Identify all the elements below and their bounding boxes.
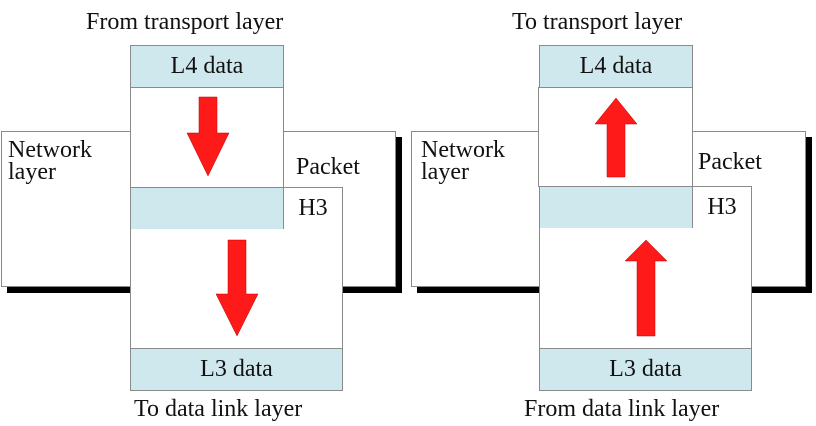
encapsulation-panel: From transport layer Network layer L4 da… xyxy=(1,9,396,422)
network-layer-label: Network layer xyxy=(421,137,505,185)
packet-label: Packet xyxy=(698,149,762,175)
packet-label: Packet xyxy=(296,154,360,180)
payload-block xyxy=(539,186,693,229)
l4-data-label: L4 data xyxy=(579,53,653,79)
l4-data-block: L4 data xyxy=(130,45,284,88)
h3-header-block: H3 xyxy=(692,186,752,229)
l3-data-block: L3 data xyxy=(130,348,343,391)
h3-label: H3 xyxy=(707,194,737,220)
l3-data-block: L3 data xyxy=(539,348,752,391)
h3-label: H3 xyxy=(298,195,328,221)
network-layer-label-line2: layer xyxy=(8,158,56,185)
up-arrow-icon-lower xyxy=(624,239,668,337)
to-datalink-label: To data link layer xyxy=(134,396,303,422)
from-datalink-label: From data link layer xyxy=(524,396,720,422)
payload-block xyxy=(130,187,284,230)
decapsulation-panel: To transport layer Network layer L4 data… xyxy=(408,0,816,426)
network-layer-label-line2: layer xyxy=(421,158,469,185)
network-layer-label: Network layer xyxy=(8,137,92,185)
down-arrow-icon-upper xyxy=(186,96,230,177)
from-transport-label: From transport layer xyxy=(86,9,284,35)
l4-data-block: L4 data xyxy=(539,45,693,88)
l3-data-label: L3 data xyxy=(609,356,682,382)
l3-data-label: L3 data xyxy=(200,356,273,382)
network-layer-label-line1: Network xyxy=(421,137,505,163)
l4-data-label: L4 data xyxy=(170,53,244,79)
to-transport-label: To transport layer xyxy=(512,9,683,35)
h3-header-block: H3 xyxy=(283,187,343,230)
network-layer-label-line1: Network xyxy=(8,137,92,163)
down-arrow-icon-lower xyxy=(215,239,259,337)
up-arrow-icon-upper xyxy=(594,97,638,178)
